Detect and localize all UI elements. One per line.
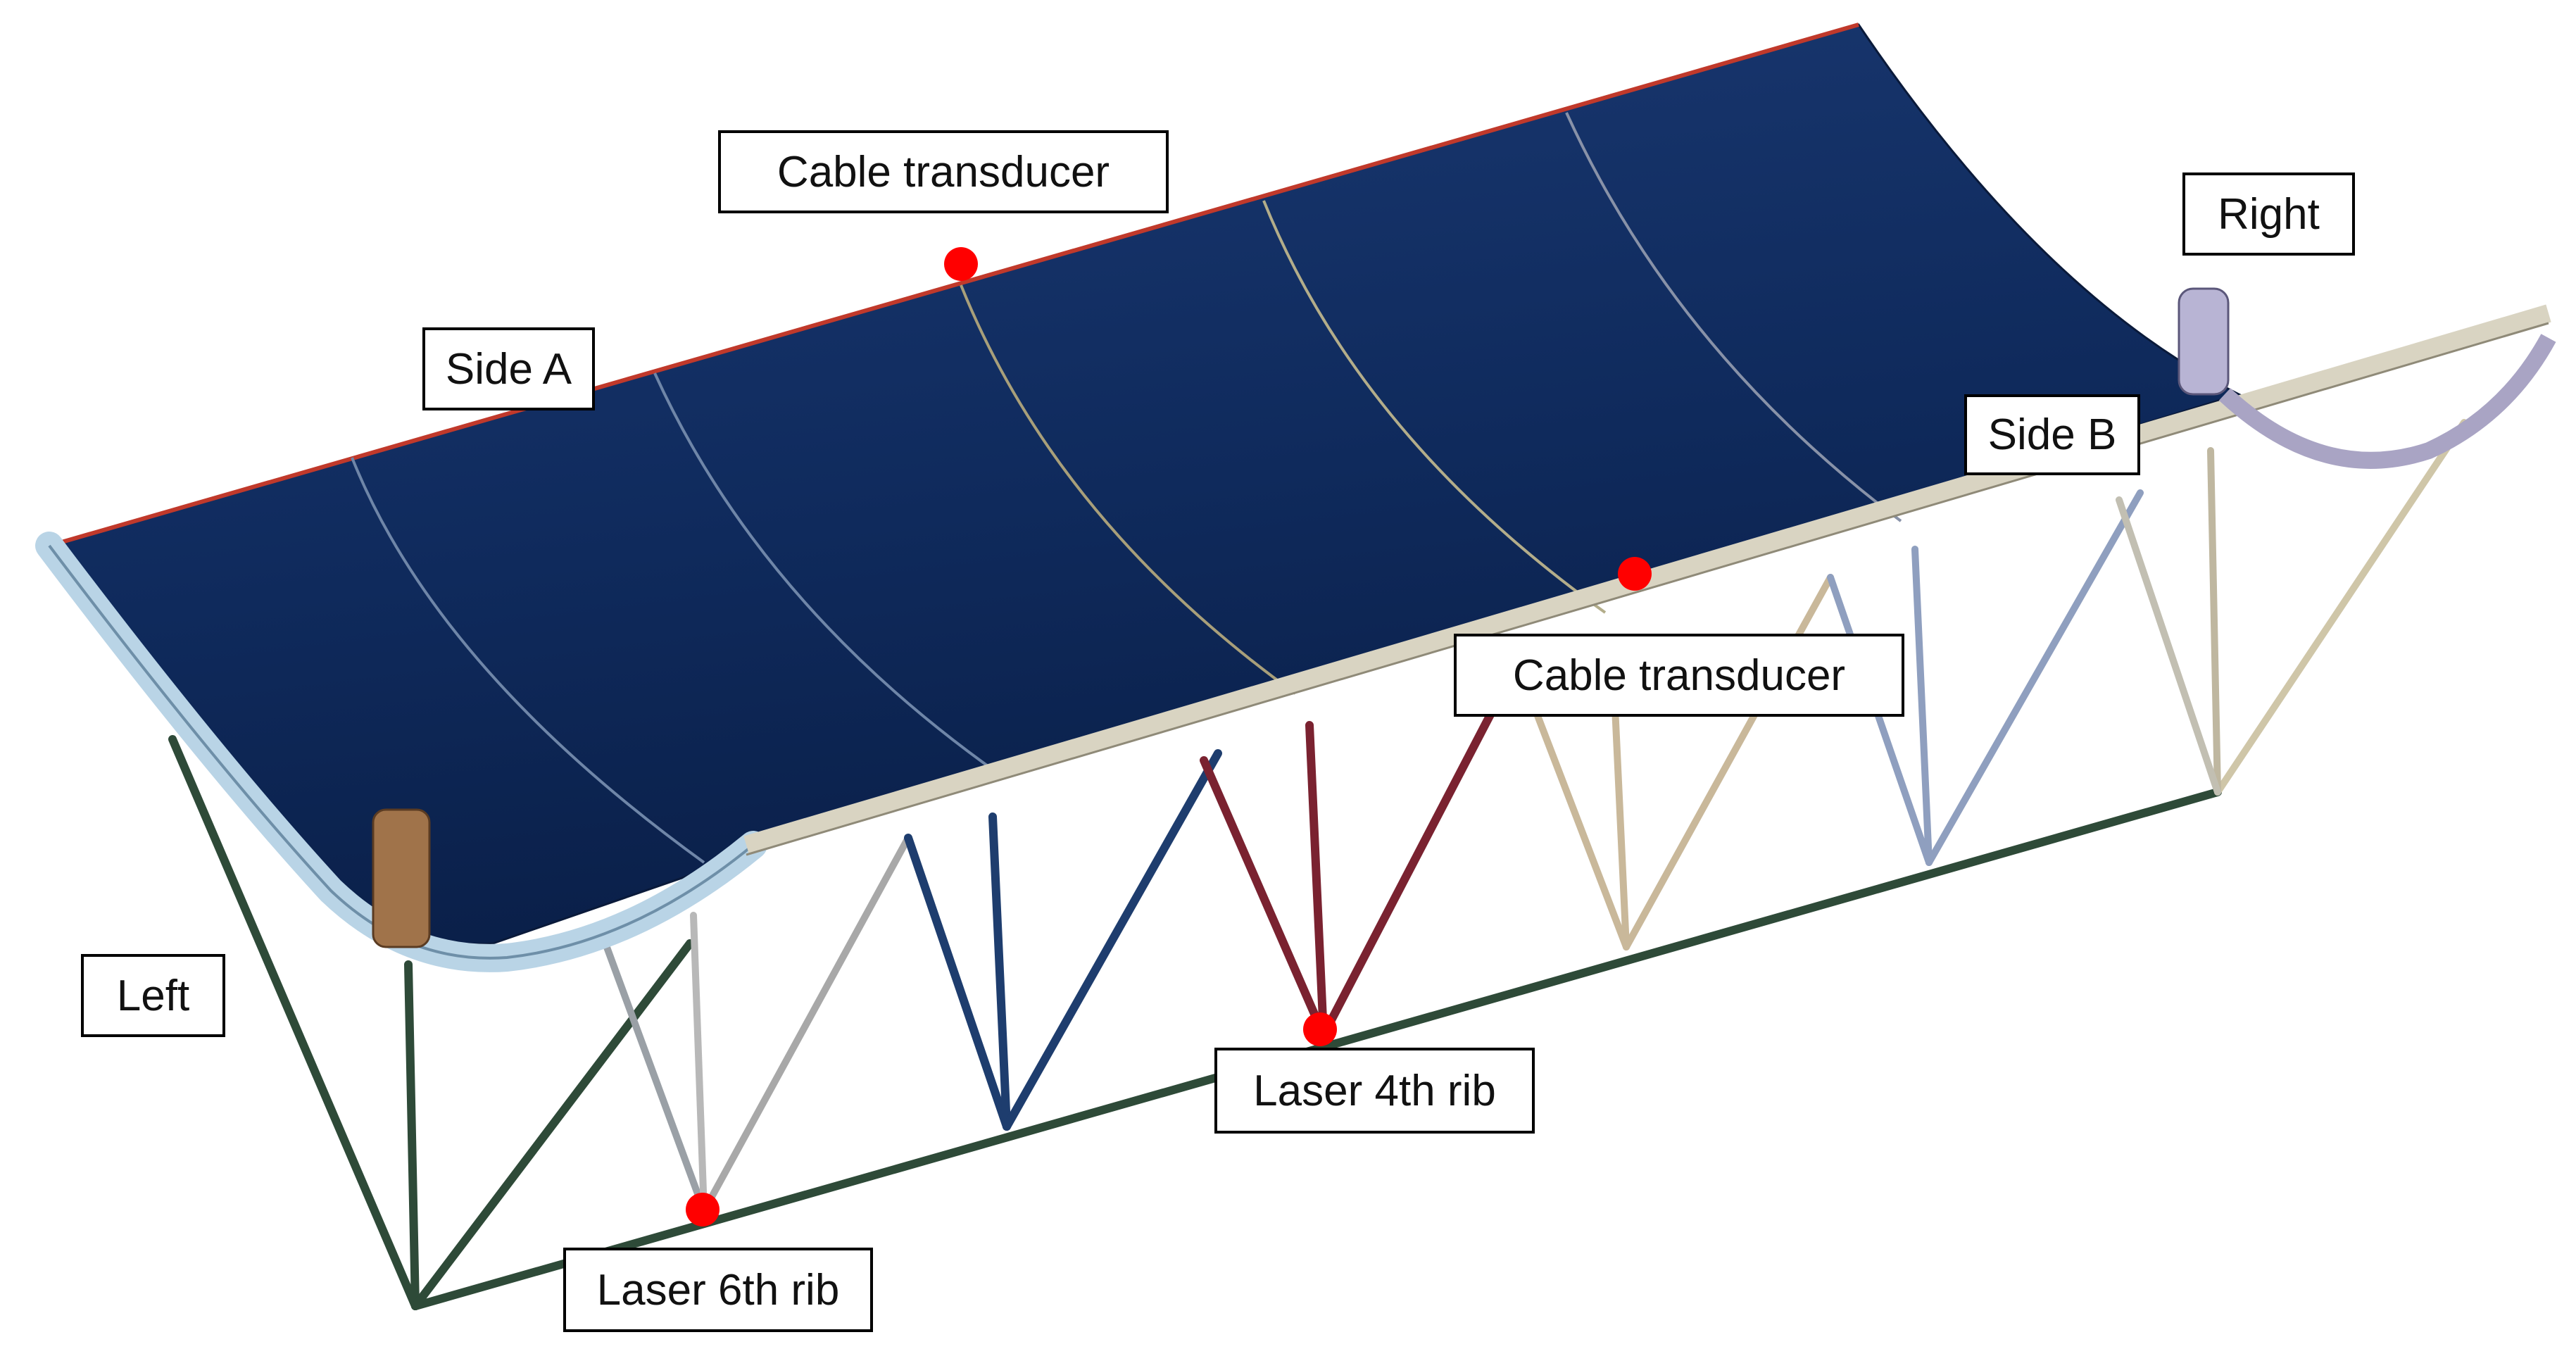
panel-seam xyxy=(1565,112,1902,522)
left-bracket xyxy=(372,808,431,948)
label-laser-4th-rib: Laser 4th rib xyxy=(1214,1048,1535,1134)
truss-member xyxy=(1925,489,2144,866)
truss-member xyxy=(602,940,708,1215)
label-side-b: Side B xyxy=(1964,394,2140,475)
truss-frame xyxy=(168,419,2468,1310)
right-post xyxy=(2207,447,2221,796)
truss-member xyxy=(1623,574,1834,950)
right-diagonal xyxy=(2214,419,2468,796)
left-diagonal-inner xyxy=(411,939,694,1310)
truss-member xyxy=(690,912,708,1215)
truss-member xyxy=(1524,686,1630,950)
left-diagonal-outer xyxy=(168,735,420,1310)
label-cable-transducer-mid: Cable transducer xyxy=(1454,634,1904,717)
truss-member xyxy=(2116,496,2221,796)
marker-cable-top xyxy=(944,247,978,281)
panel-seam xyxy=(351,457,705,864)
label-left: Left xyxy=(81,954,225,1037)
truss-member xyxy=(1003,749,1222,1131)
panel-seams xyxy=(351,112,1902,864)
truss-member xyxy=(1200,756,1328,1039)
label-side-a: Side A xyxy=(422,327,595,410)
truss-member xyxy=(988,812,1011,1131)
panel-seam xyxy=(960,284,1297,695)
marker-laser-6th xyxy=(686,1193,720,1226)
label-right: Right xyxy=(2182,172,2355,256)
truss-member xyxy=(700,834,912,1215)
right-end-rib xyxy=(2218,334,2556,469)
marker-cable-mid xyxy=(1618,557,1652,591)
truss-member xyxy=(1305,721,1328,1039)
top-edge xyxy=(49,23,1859,548)
left-post xyxy=(404,960,420,1310)
truss-member xyxy=(904,834,1011,1131)
panel-seam xyxy=(1262,200,1607,614)
truss-member xyxy=(1319,693,1504,1039)
marker-laser-4th xyxy=(1303,1012,1337,1046)
label-cable-transducer-top: Cable transducer xyxy=(718,130,1169,213)
truss-member xyxy=(1827,574,1933,866)
panel-seam xyxy=(653,372,1001,776)
label-laser-6th-rib: Laser 6th rib xyxy=(563,1248,873,1332)
right-bracket xyxy=(2178,287,2230,396)
truss-member xyxy=(1911,546,1933,866)
measurement-points xyxy=(686,247,1652,1226)
